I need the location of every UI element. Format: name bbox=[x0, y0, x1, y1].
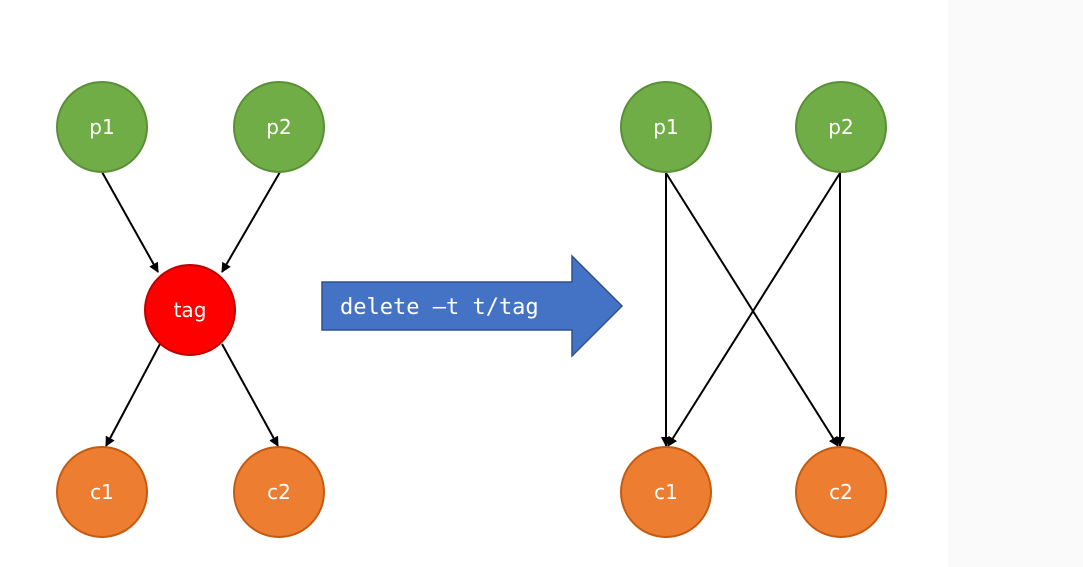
node-label: p1 bbox=[89, 115, 114, 139]
node-label: p2 bbox=[828, 115, 853, 139]
before-node-c1: c1 bbox=[56, 446, 148, 538]
after-node-c2: c2 bbox=[795, 446, 887, 538]
node-label: c1 bbox=[90, 480, 114, 504]
before-node-tag: tag bbox=[144, 264, 236, 356]
edge-p2-c1 bbox=[667, 172, 841, 447]
operation-arrow: delete –t t/tag bbox=[321, 254, 624, 358]
edge-p1-tag bbox=[101, 171, 159, 273]
operation-label: delete –t t/tag bbox=[340, 295, 539, 320]
background-strip bbox=[948, 0, 1083, 567]
after-node-p1: p1 bbox=[620, 81, 712, 173]
edge-tag-c2 bbox=[221, 343, 279, 447]
before-node-p2: p2 bbox=[233, 81, 325, 173]
before-node-c2: c2 bbox=[233, 446, 325, 538]
before-edges bbox=[101, 171, 281, 447]
node-label: c2 bbox=[267, 480, 291, 504]
after-edges bbox=[661, 172, 845, 447]
edge-p1-c2 bbox=[665, 172, 839, 447]
edge-p2-tag bbox=[221, 171, 281, 273]
before-node-p1: p1 bbox=[56, 81, 148, 173]
block-arrow-shape bbox=[321, 254, 624, 358]
edge-tag-c1 bbox=[105, 343, 161, 447]
after-node-p2: p2 bbox=[795, 81, 887, 173]
node-label: c2 bbox=[829, 480, 853, 504]
node-label: c1 bbox=[654, 480, 678, 504]
after-node-c1: c1 bbox=[620, 446, 712, 538]
node-label: p1 bbox=[653, 115, 678, 139]
node-label: tag bbox=[174, 298, 207, 322]
node-label: p2 bbox=[266, 115, 291, 139]
